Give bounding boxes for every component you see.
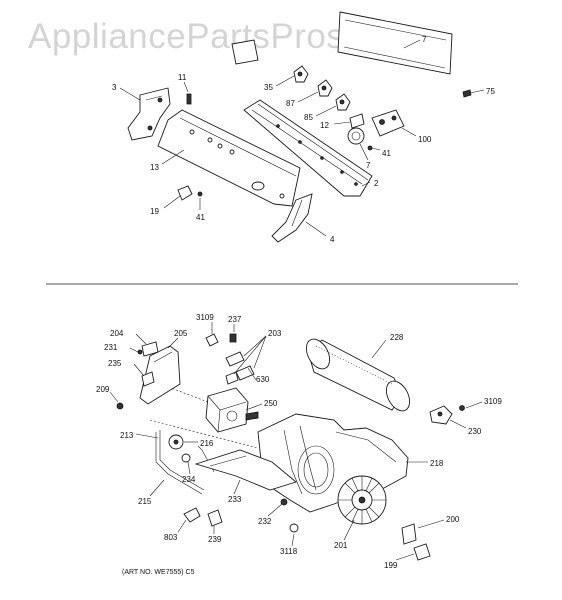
callout-205: 205 bbox=[174, 329, 188, 338]
part-knob-7[interactable] bbox=[347, 127, 365, 145]
part-back-panel[interactable] bbox=[337, 11, 453, 75]
callout-228: 228 bbox=[390, 333, 404, 342]
callout-215: 215 bbox=[138, 497, 152, 506]
callout-7b: 7 bbox=[366, 161, 371, 170]
part-clip-203-a[interactable] bbox=[225, 351, 245, 367]
callout-630: 630 bbox=[256, 375, 270, 384]
part-switch-100[interactable] bbox=[371, 109, 405, 137]
callout-233: 233 bbox=[228, 495, 242, 504]
callout-labels: 7 11 3 35 87 85 75 12 100 41 7 13 2 19 4… bbox=[96, 35, 502, 576]
callout-7a: 7 bbox=[422, 35, 427, 44]
part-control-panel-front[interactable] bbox=[157, 109, 301, 207]
callout-209: 209 bbox=[96, 385, 110, 394]
part-thermal-fuse-200[interactable] bbox=[401, 523, 417, 545]
callout-3118: 3118 bbox=[280, 547, 298, 556]
callout-200: 200 bbox=[446, 515, 460, 524]
callout-237: 237 bbox=[228, 315, 242, 324]
callout-100: 100 bbox=[418, 135, 432, 144]
callout-234: 234 bbox=[182, 475, 196, 484]
callout-3109b: 3109 bbox=[484, 397, 502, 406]
part-screw-11[interactable] bbox=[186, 93, 192, 105]
callout-235: 235 bbox=[108, 359, 122, 368]
callout-11: 11 bbox=[178, 73, 187, 82]
callout-41b: 41 bbox=[196, 213, 205, 222]
part-clip-3109-upper[interactable] bbox=[205, 333, 219, 347]
callout-3109a: 3109 bbox=[196, 313, 214, 322]
part-wire-clip-803[interactable] bbox=[183, 507, 201, 523]
callout-35: 35 bbox=[264, 83, 273, 92]
part-clip-203-c[interactable] bbox=[225, 371, 239, 385]
callout-2: 2 bbox=[374, 179, 379, 188]
art-number: (ART NO. WE7555) C5 bbox=[122, 569, 195, 576]
part-screw-75[interactable] bbox=[462, 89, 472, 98]
leader-lines-upper bbox=[119, 39, 485, 237]
callout-75: 75 bbox=[486, 87, 495, 96]
motor-blower-assembly bbox=[116, 333, 465, 561]
part-idler-234[interactable] bbox=[181, 453, 191, 463]
callout-230: 230 bbox=[468, 427, 482, 436]
callout-4: 4 bbox=[330, 235, 335, 244]
part-screw-199[interactable] bbox=[413, 543, 431, 561]
part-screw-3109-lower[interactable] bbox=[459, 405, 465, 411]
callout-232: 232 bbox=[258, 517, 272, 526]
part-knob-19[interactable] bbox=[177, 185, 193, 201]
part-small-bracket[interactable] bbox=[231, 39, 259, 65]
part-clip-203-b[interactable] bbox=[235, 365, 255, 381]
callout-199: 199 bbox=[384, 561, 398, 570]
callout-3: 3 bbox=[112, 83, 117, 92]
callout-203: 203 bbox=[268, 329, 282, 338]
part-clip-232[interactable] bbox=[280, 498, 288, 506]
callout-201: 201 bbox=[334, 541, 348, 550]
part-screw-41-lower[interactable] bbox=[197, 191, 203, 197]
part-screw-209[interactable] bbox=[116, 402, 124, 410]
part-screw-3118[interactable] bbox=[289, 523, 299, 533]
callout-85: 85 bbox=[304, 113, 313, 122]
part-clip-12[interactable] bbox=[349, 113, 365, 129]
callout-12: 12 bbox=[320, 121, 329, 130]
part-motor-mount-plate[interactable] bbox=[194, 449, 297, 491]
part-screw-231[interactable] bbox=[137, 349, 143, 355]
callout-218: 218 bbox=[430, 459, 444, 468]
part-screw-237[interactable] bbox=[229, 333, 237, 343]
callout-213: 213 bbox=[120, 431, 134, 440]
callout-19: 19 bbox=[150, 207, 159, 216]
part-switch-235[interactable] bbox=[141, 371, 155, 387]
callout-803: 803 bbox=[164, 533, 178, 542]
callout-41a: 41 bbox=[382, 149, 391, 158]
part-blower-wheel[interactable] bbox=[337, 475, 387, 525]
control-panel-assembly bbox=[127, 11, 472, 243]
part-side-bracket[interactable] bbox=[271, 193, 313, 243]
callout-204: 204 bbox=[110, 329, 124, 338]
part-screw-41-upper[interactable] bbox=[367, 145, 373, 151]
part-clip-239[interactable] bbox=[207, 509, 223, 527]
part-clip-204[interactable] bbox=[141, 341, 159, 357]
callout-231: 231 bbox=[104, 343, 118, 352]
callout-216: 216 bbox=[200, 439, 214, 448]
part-drive-motor[interactable] bbox=[205, 387, 249, 433]
callout-13: 13 bbox=[150, 163, 159, 172]
callout-250: 250 bbox=[264, 399, 278, 408]
callout-87: 87 bbox=[286, 99, 295, 108]
callout-239: 239 bbox=[208, 535, 222, 544]
leader-lines-lower bbox=[109, 322, 483, 561]
